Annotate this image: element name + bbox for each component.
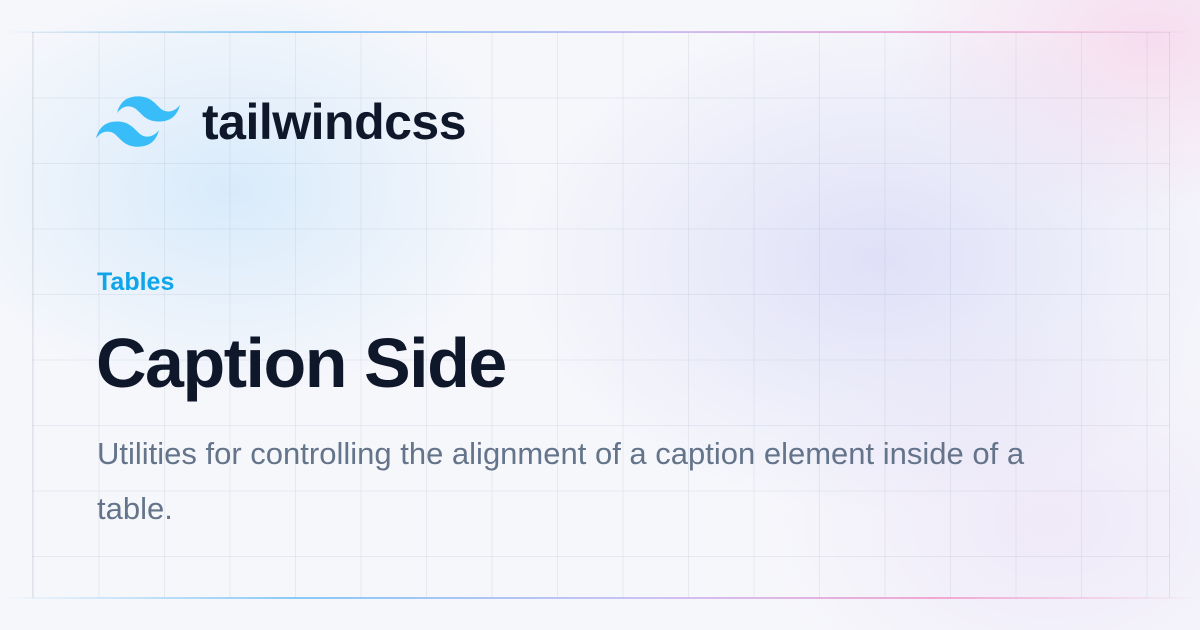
page-description: Utilities for controlling the alignment …	[97, 436, 1025, 526]
brand-logo: tailwindcss	[96, 92, 467, 152]
page-title: Caption Side	[96, 324, 507, 402]
bottom-divider	[0, 597, 1200, 599]
background-grid	[32, 32, 1170, 598]
tailwind-logo-icon	[96, 96, 180, 147]
brand-wordmark: tailwindcss	[202, 94, 467, 150]
section-label: Tables	[97, 268, 175, 296]
top-divider	[0, 31, 1200, 33]
